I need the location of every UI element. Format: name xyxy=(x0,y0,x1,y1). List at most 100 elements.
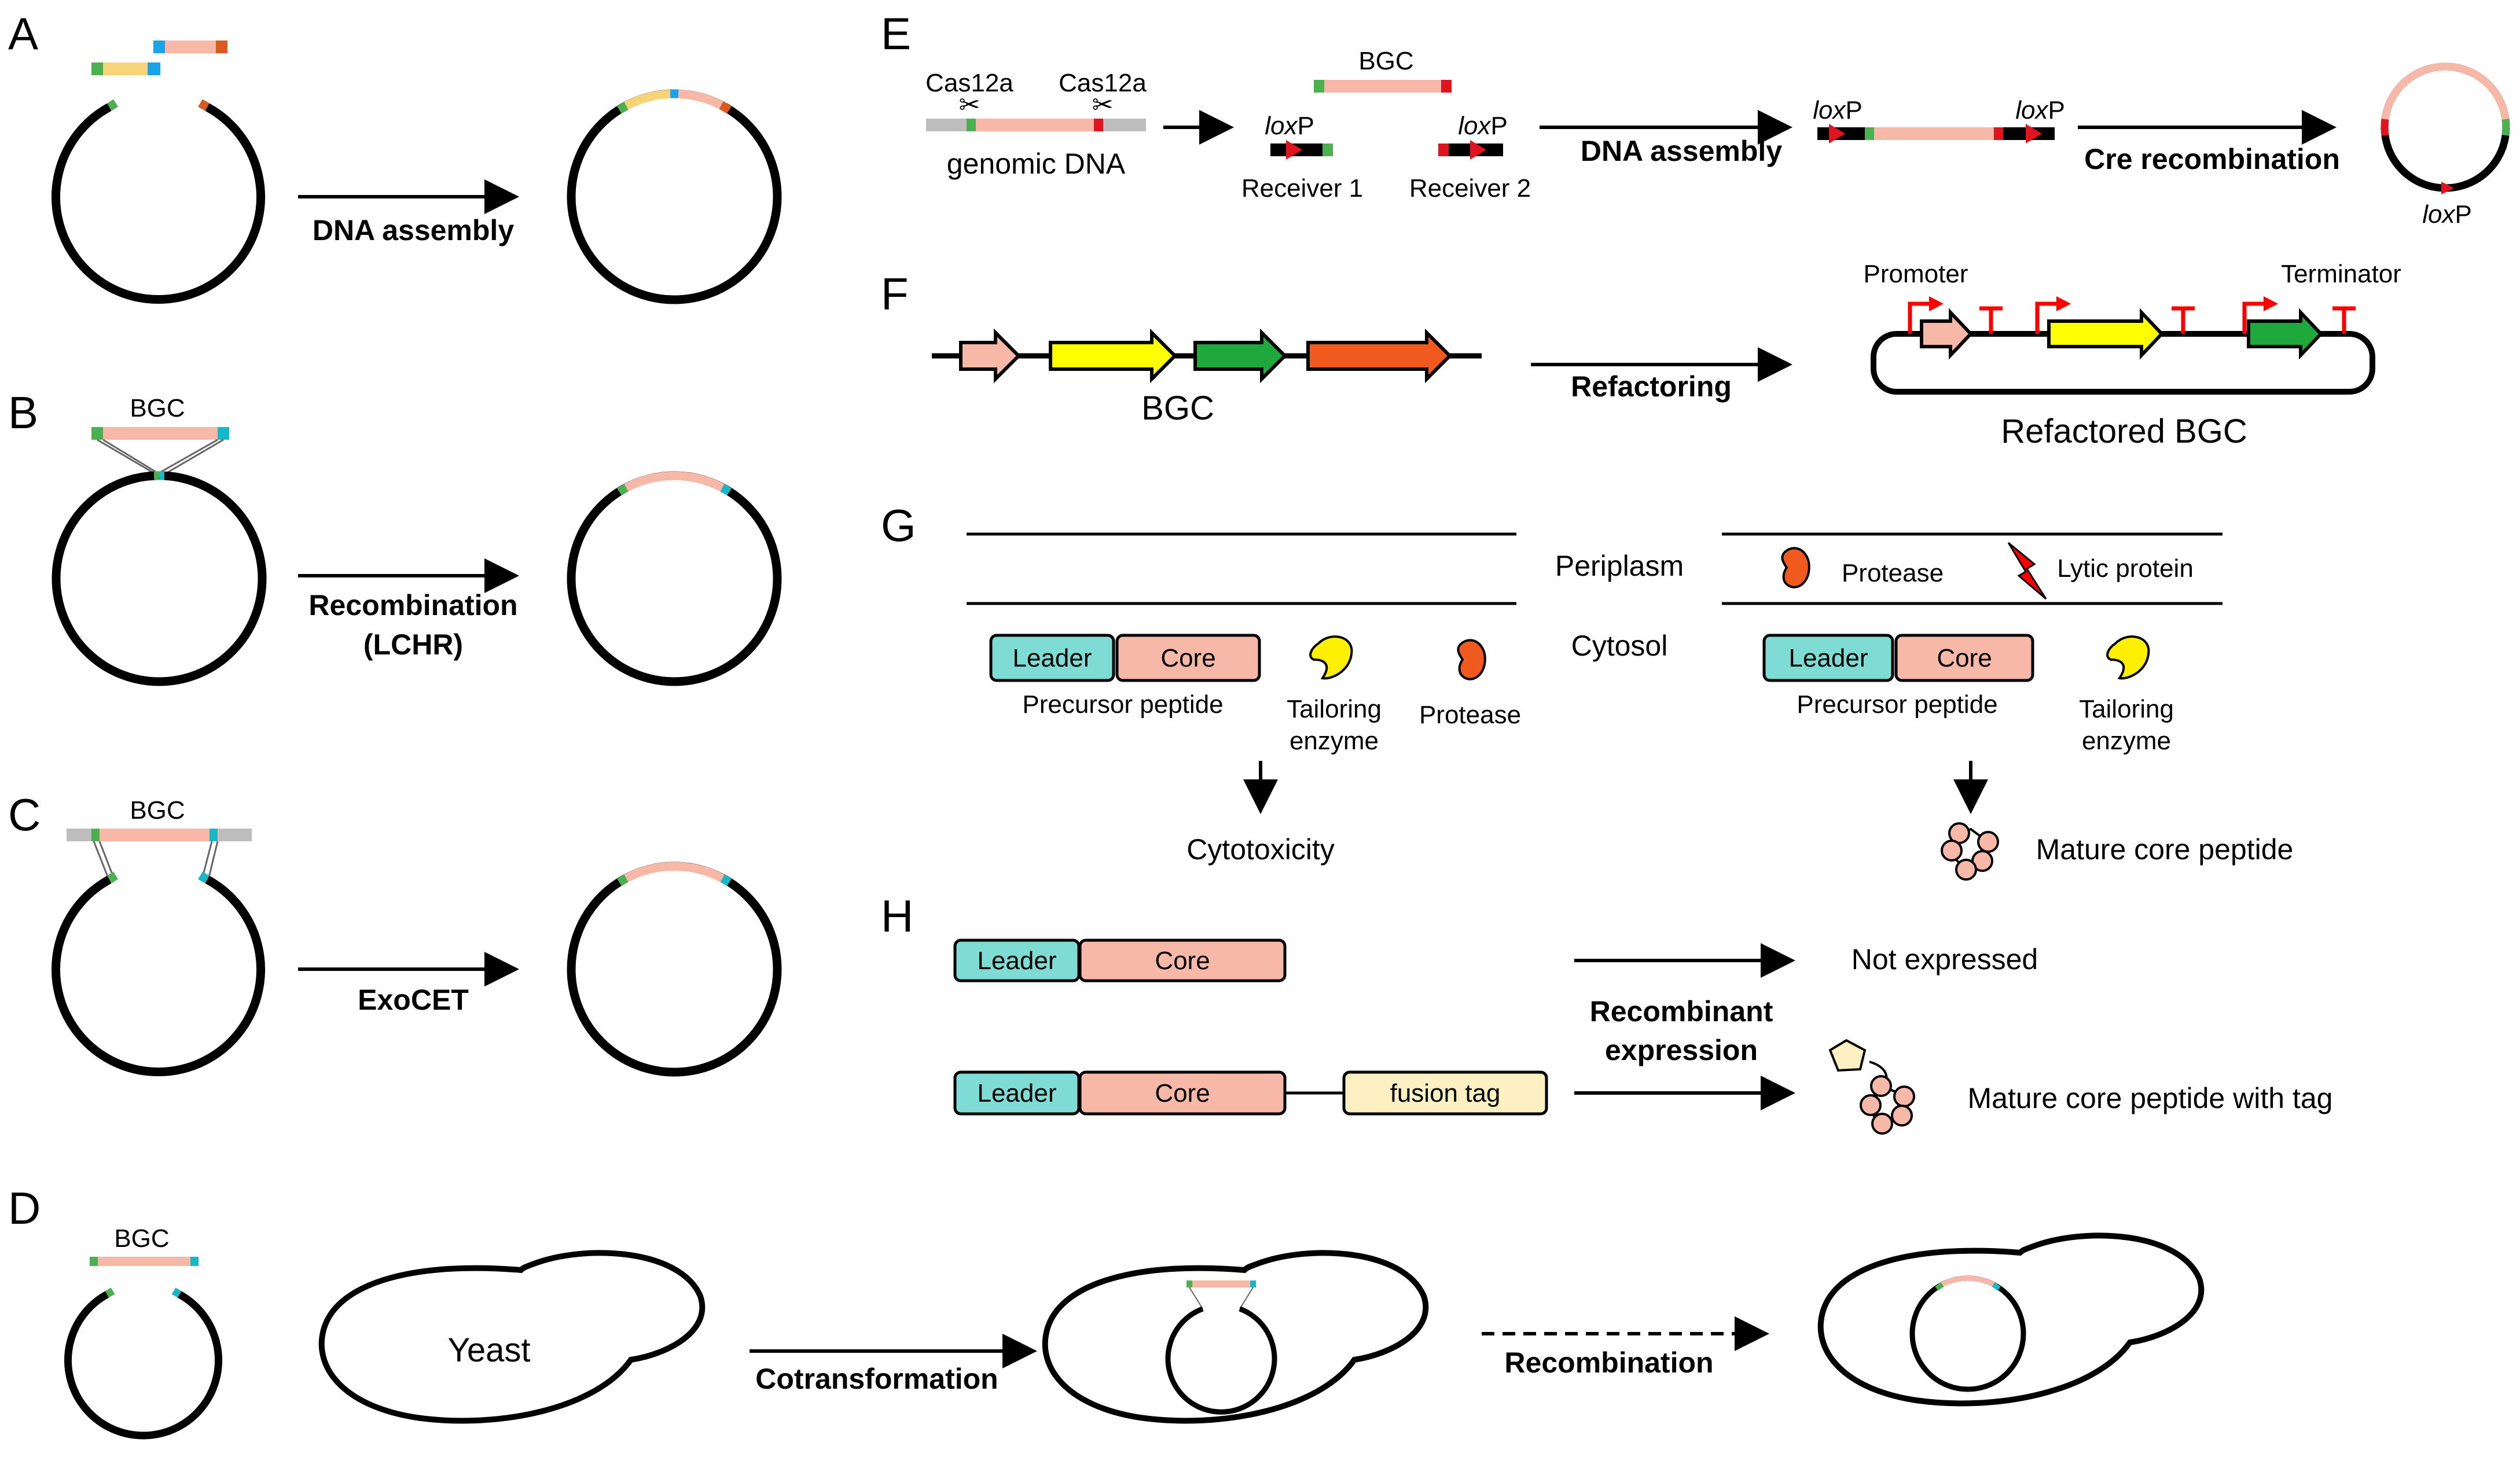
assembled-plasmid xyxy=(567,89,782,304)
arrow-e2-label: Cre recombination xyxy=(2084,143,2340,175)
leader-box xyxy=(989,634,1115,682)
cyan-end xyxy=(210,829,218,841)
green-end xyxy=(1323,143,1333,156)
homology-line xyxy=(161,439,224,477)
green-junction xyxy=(616,874,629,886)
green-junction xyxy=(616,484,629,496)
bgc-fragment xyxy=(1186,1280,1256,1287)
arrow-h-label-2: expression xyxy=(1605,1034,1758,1066)
panel-e: E Cas12a Cas12a ✂ ✂ genomic DNA BGC loxP… xyxy=(881,8,2510,229)
red-end xyxy=(1438,143,1449,156)
bgc-fragment xyxy=(90,1257,199,1266)
yeast-cell xyxy=(1042,1250,1429,1424)
gene-4 xyxy=(1306,328,1453,384)
precursor-label: Precursor peptide xyxy=(1797,690,1997,719)
green-junction xyxy=(1935,1282,1944,1291)
panel-g-letter: G xyxy=(881,500,916,551)
lytic-protein-label: Lytic protein xyxy=(2057,554,2194,583)
terminator-label: Terminator xyxy=(2281,260,2401,288)
mature-peptide-tag-icon xyxy=(1828,1039,1915,1135)
blue-end xyxy=(148,62,160,75)
loxp-label: loxP xyxy=(1813,96,1863,124)
homology-line xyxy=(102,439,163,477)
assembled-bgc xyxy=(1872,127,1994,140)
cyan-end xyxy=(1250,1280,1256,1287)
blue-end xyxy=(153,41,165,53)
loxp-site-icon xyxy=(1829,124,1845,143)
bgc-region xyxy=(972,119,1097,131)
arrow-a-label: DNA assembly xyxy=(313,214,514,246)
captured-bgc xyxy=(1938,1275,1997,1288)
arrow-e1-label: DNA assembly xyxy=(1581,135,1782,167)
bgc-fragment xyxy=(97,829,219,841)
panel-e-letter: E xyxy=(881,8,911,59)
promoter-label: Promoter xyxy=(1864,260,1968,288)
panel-d-letter: D xyxy=(8,1183,41,1234)
loxp-label: loxP xyxy=(2015,96,2065,124)
captured-bgc xyxy=(622,862,727,884)
orange-junction xyxy=(719,101,732,114)
cyan-junction xyxy=(720,874,732,886)
orange-end xyxy=(216,41,227,53)
periplasm-label: Periplasm xyxy=(1555,550,1684,582)
fusion-tag-label: fusion tag xyxy=(1390,1079,1501,1107)
panel-a-letter: A xyxy=(8,8,38,59)
panel-f-letter: F xyxy=(881,268,909,319)
panel-c-letter: C xyxy=(8,789,41,840)
green-end xyxy=(105,1287,115,1298)
homology-line xyxy=(93,841,110,880)
loxp-site-icon xyxy=(2441,182,2454,194)
captured-plasmid xyxy=(567,862,782,1077)
gene-2 xyxy=(2047,308,2165,360)
homology-line xyxy=(207,841,219,880)
panel-f: F BGC Refactoring Promoter Terminator xyxy=(881,260,2401,450)
tailoring-label-2: enzyme xyxy=(2082,727,2171,755)
cyan-end xyxy=(171,1287,182,1298)
core-box xyxy=(1894,634,2034,682)
lytic-protein-icon xyxy=(2007,542,2047,600)
green-junction xyxy=(616,102,629,114)
not-expressed-label: Not expressed xyxy=(1852,943,2038,976)
mature-tag-label: Mature core peptide with tag xyxy=(1968,1082,2333,1114)
panel-c: C BGC ExoCET xyxy=(8,789,782,1077)
bgc-label: BGC xyxy=(1141,389,1214,427)
promoter-icon xyxy=(1908,296,1944,334)
cyan-junction xyxy=(1992,1282,2001,1291)
assembled-insert-pink xyxy=(674,89,727,111)
gene-3 xyxy=(2247,308,2324,360)
core-label: Core xyxy=(1155,947,1210,975)
genomic-dna-label: genomic DNA xyxy=(947,148,1126,180)
cyan-junction xyxy=(720,484,732,496)
recombined-plasmid xyxy=(567,471,782,686)
panel-b-letter: B xyxy=(8,387,38,438)
homology-line xyxy=(98,841,115,878)
homology-line xyxy=(97,439,157,476)
panel-a: A DNA assembly xyxy=(8,8,782,304)
gene-3 xyxy=(1193,328,1288,384)
core-label: Core xyxy=(1155,1079,1210,1107)
pink-fragment xyxy=(153,41,227,53)
cas12a-left: Cas12a xyxy=(925,69,1013,97)
precursor-label: Precursor peptide xyxy=(1022,690,1223,719)
promoter-icon xyxy=(2035,296,2071,334)
tailoring-label-1: Tailoring xyxy=(1287,695,1382,723)
red-end xyxy=(1994,127,2003,140)
target-plasmid xyxy=(52,471,267,686)
linear-vector xyxy=(64,1291,222,1440)
green-end xyxy=(106,871,119,884)
green-end xyxy=(90,1257,98,1266)
arrow-b-label-1: Recombination xyxy=(308,589,517,621)
cyan-end xyxy=(190,1257,199,1266)
linear-vector xyxy=(1165,1306,1277,1415)
arrow-c-label: ExoCET xyxy=(358,984,469,1016)
open-plasmid xyxy=(52,103,265,304)
gene-1 xyxy=(959,328,1022,384)
arrow-d1-label: Cotransformation xyxy=(755,1363,998,1395)
promoter-icon xyxy=(2242,296,2278,334)
red-end xyxy=(1441,80,1452,93)
bgc-label: BGC xyxy=(130,796,185,825)
panel-h-letter: H xyxy=(881,890,913,941)
red-end xyxy=(1094,119,1103,131)
panel-g: G Periplasm Cytosol Leader Core Precurso… xyxy=(881,500,2293,881)
